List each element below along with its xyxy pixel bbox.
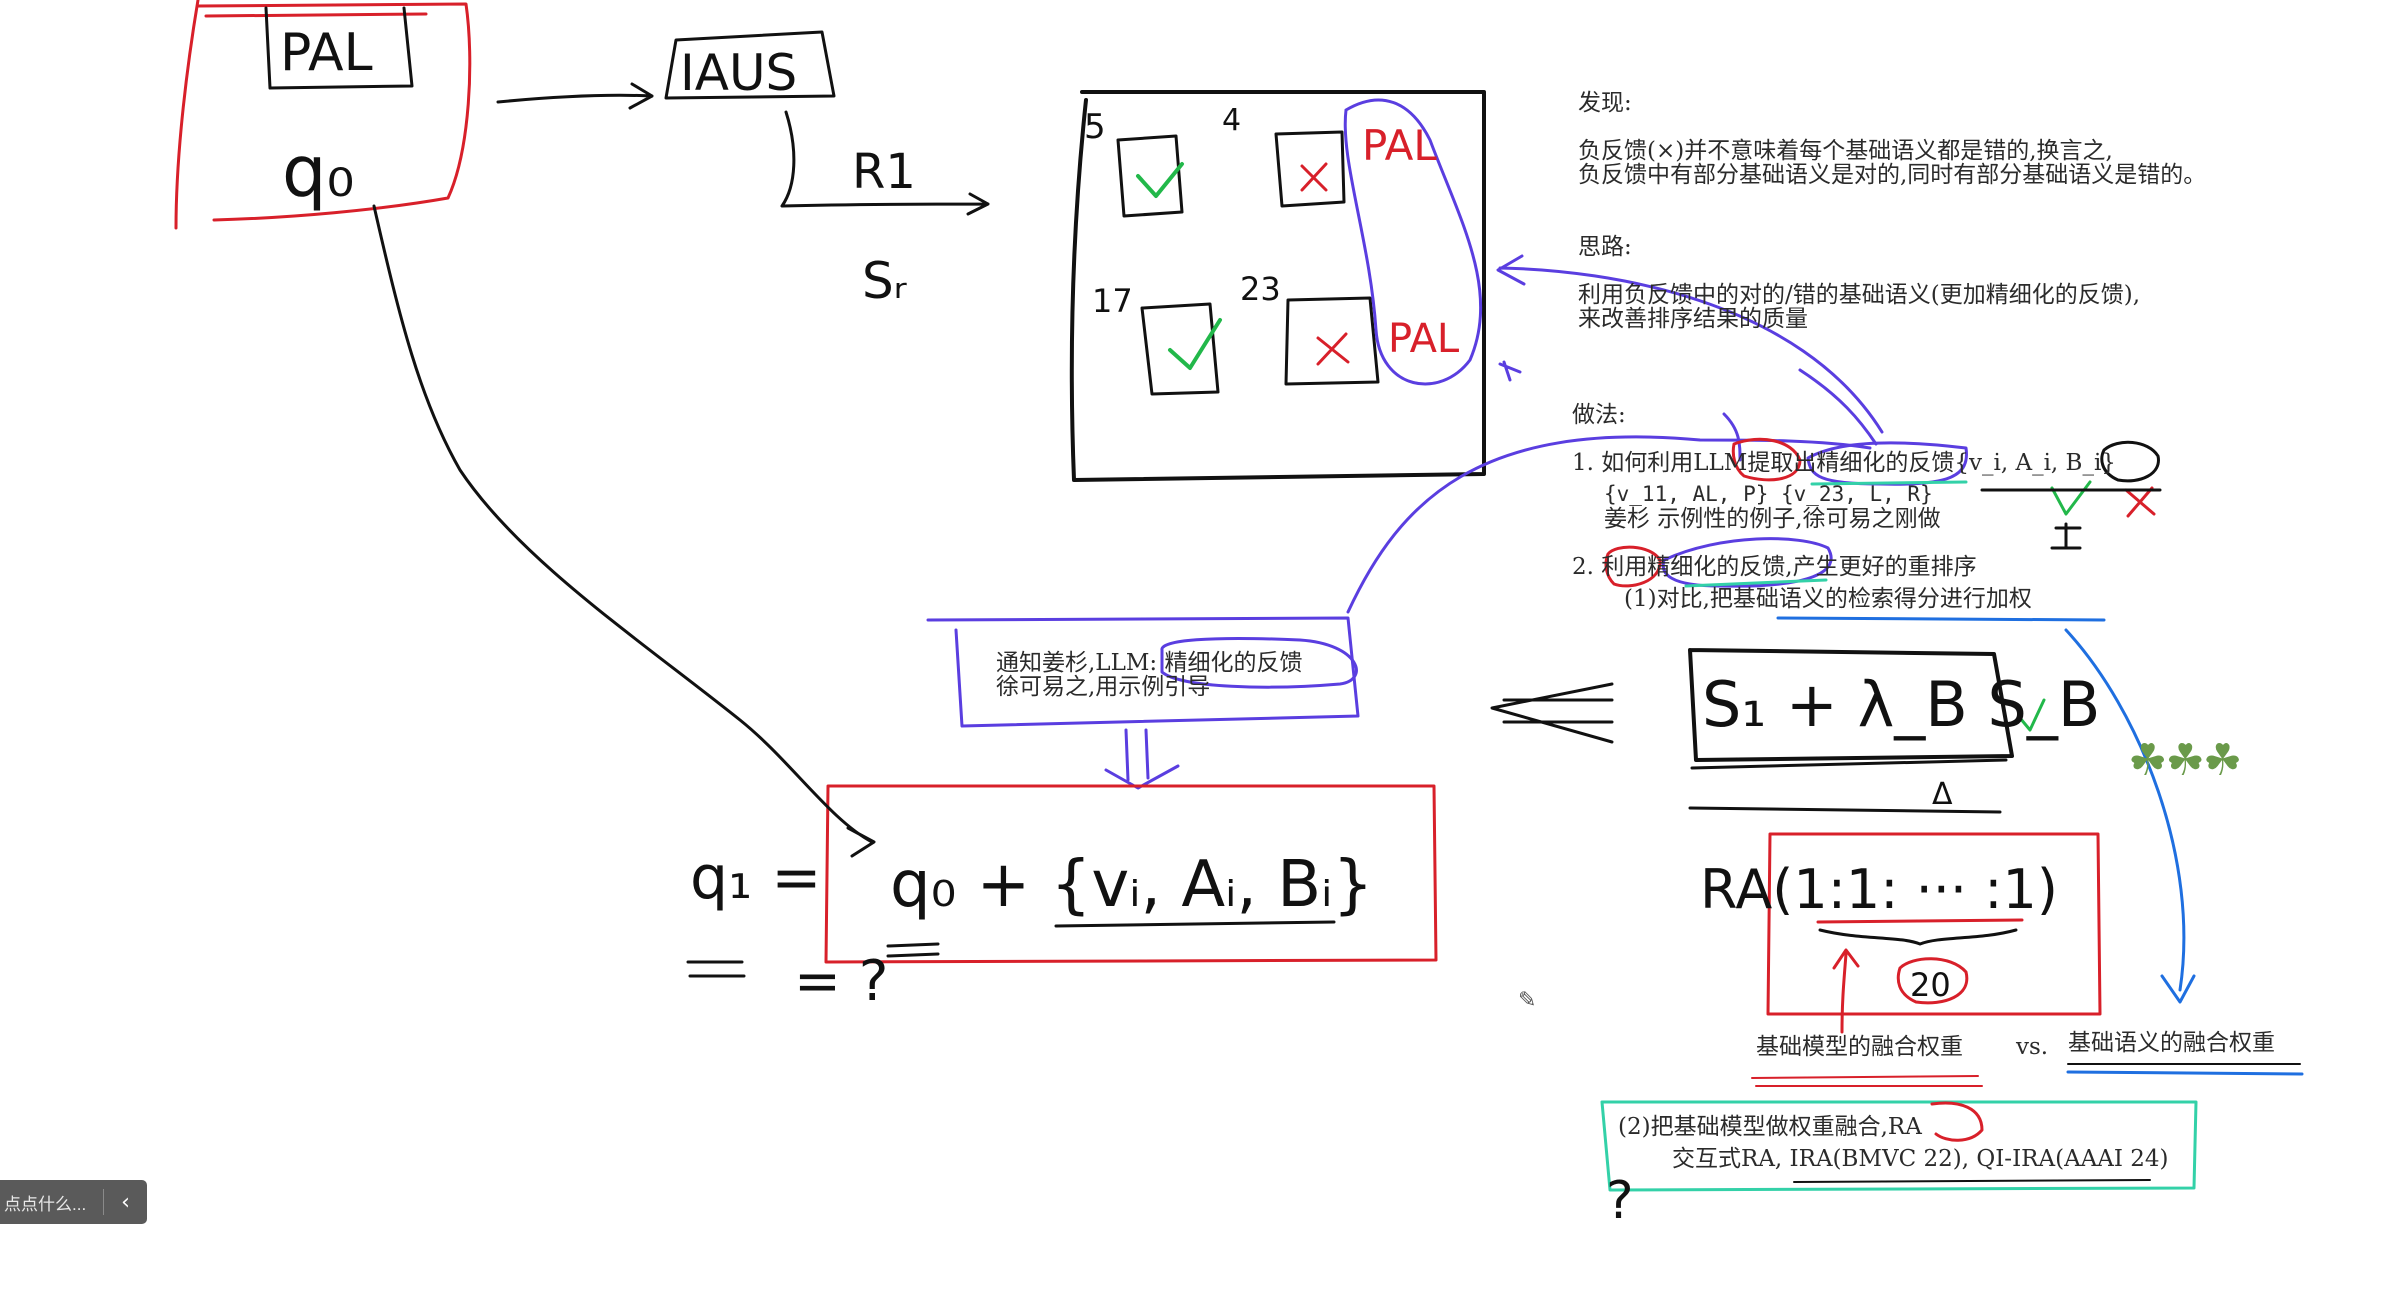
red-circle-method2 [1604, 545, 1662, 588]
method-item-1: 1. 如何利用LLM提取出精细化的反馈{v_i, A_i, B_i} [1572, 450, 2116, 476]
fusion-left-underline [1751, 1075, 1983, 1087]
hand-grid-num-23: 23 [1240, 270, 1281, 308]
hand-sr: Sᵣ [862, 252, 907, 310]
hand-r1: R1 [852, 144, 916, 200]
method-item-2-2b: 交互式RA, IRA(BMVC 22), QI-IRA(AAAI 24) [1672, 1146, 2169, 1172]
hand-pal-top: PAL [280, 23, 373, 83]
hand-delta: Δ [1932, 777, 1953, 812]
discovery-line-1: 负反馈(×)并不意味着每个基础语义都是错的,换言之, [1578, 138, 2113, 164]
hand-grid-num-17: 17 [1092, 282, 1133, 320]
purple-highlight-feedback [1160, 636, 1358, 689]
hand-twenty: 20 [1910, 966, 1951, 1004]
blue-curve-to-fusion [2064, 628, 2196, 1004]
grid-cell-4 [1274, 130, 1346, 208]
grid-cell-23 [1284, 296, 1380, 386]
s-formula-box [1688, 648, 2014, 762]
hand-pal-right-1: PAL [1362, 121, 1437, 170]
x-mark-23 [1316, 332, 1350, 366]
method-item-2-2: (2)把基础模型做权重融合,RA [1618, 1114, 1922, 1140]
red-x-mark-method [2124, 486, 2156, 518]
toolbar-divider [102, 1189, 104, 1215]
note-line-1: 通知姜杉,LLM: 精细化的反馈 [996, 650, 1303, 676]
ra-red-box [1766, 832, 2102, 1016]
black-circle-bi [2100, 440, 2160, 483]
clover-sticker-icon: ☘☘☘ [2128, 735, 2242, 786]
discovery-line-2: 负反馈中有部分基础语义是对的,同时有部分基础语义是错的。 [1578, 162, 2207, 188]
q0-underline [886, 942, 940, 958]
hand-question-end: ? [1606, 1171, 1634, 1231]
pal-box-outline [264, 6, 414, 90]
hand-iaus: IAUS [680, 44, 797, 102]
green-check-method [2050, 480, 2092, 516]
ra-red-underline [1816, 918, 2024, 924]
hand-ra-formula: RA(1:1: ··· :1) [1700, 858, 2058, 921]
red-circle-20 [1896, 957, 1969, 1005]
red-circle-ra [1930, 1101, 1984, 1142]
purple-circle-method2 [1661, 537, 1833, 588]
ra-brace [1818, 928, 2018, 946]
floating-input-bar[interactable]: 点点什么... ‹ [0, 1180, 147, 1224]
idea-line-2: 来改善排序结果的质量 [1578, 306, 1808, 332]
curve-q0-to-q1 [372, 204, 876, 858]
pen-cursor-icon: ✎ [1518, 988, 1537, 1013]
x-mark-4 [1300, 162, 1328, 192]
idea-line-1: 利用负反馈中的对的/错的基础语义(更加精细化的反馈), [1578, 282, 2141, 308]
method-item-2-1: (1)对比,把基础语义的检索得分进行加权 [1624, 586, 2032, 612]
iaus-box [664, 30, 836, 100]
purple-arrow-circles [1722, 368, 1878, 462]
purple-loop-pal [1343, 98, 1483, 386]
r1-arrow [780, 110, 990, 216]
pal-red-strike [204, 12, 428, 18]
idea-heading: 思路: [1578, 234, 1632, 260]
eq-left-bars [686, 960, 746, 978]
hand-eq-question: = ? [794, 949, 888, 1014]
method-item-2: 2. 利用精细化的反馈,产生更好的重排序 [1572, 554, 1977, 580]
teal-underline-fine [1810, 480, 1968, 486]
red-arrow-up-fusion [1832, 948, 1860, 1034]
arrow-to-iaus [496, 82, 654, 110]
method-heading: 做法: [1572, 402, 1626, 428]
blue-underline-weighting [1776, 616, 2106, 622]
grid-cell-5 [1116, 134, 1184, 218]
hand-s-formula: S₁ + λ_B S_B [1702, 668, 2100, 741]
hand-grid-num-5: 5 [1084, 107, 1106, 147]
discovery-heading: 发现: [1578, 90, 1632, 116]
ira-underline [1793, 1179, 2151, 1183]
note-line-2: 徐可易之,用示例引导 [996, 674, 1211, 700]
check-mark-17 [1168, 318, 1222, 370]
red-circle-llm [1731, 437, 1802, 482]
floating-input-hint[interactable]: 点点什么... [4, 1194, 87, 1214]
method-item-1-note: 姜杉 示例性的例子,徐可易之刚做 [1604, 506, 1941, 532]
hollow-left-arrow [1490, 682, 1614, 744]
fusion-label-left: 基础模型的融合权重 [1756, 1034, 1963, 1060]
hand-q1-eq: q₁ = [690, 843, 821, 913]
pal-red-box [174, 0, 472, 230]
teal-box-ra [1600, 1100, 2198, 1192]
fusion-label-right: 基础语义的融合权重 [2068, 1030, 2275, 1056]
grid-cell-17 [1140, 302, 1220, 396]
purple-arrow-up [1346, 360, 1872, 614]
hand-grid-num-4: 4 [1222, 103, 1241, 138]
purple-down-arrow [1104, 728, 1180, 790]
method-item-1-example: {v_11, AL, P} {v_23, L, R} [1604, 482, 1933, 506]
hand-q0-plus: q₀ + {vᵢ, Aᵢ, Bᵢ} [890, 848, 1373, 922]
q1-underline-braces [1054, 920, 1336, 928]
collapse-chevron-icon[interactable]: ‹ [121, 1189, 130, 1215]
hand-q0: q₀ [282, 131, 355, 213]
hand-pal-right-2: PAL [1388, 316, 1460, 362]
blue-underline-right-fusion [2066, 1070, 2304, 1076]
fusion-vs: vs. [2016, 1034, 2049, 1060]
black-scale-mark [1980, 488, 2162, 550]
purple-note-box [926, 616, 1360, 728]
purple-circle-fine [1806, 441, 1968, 486]
q1-red-box [824, 784, 1438, 964]
teal-underline-method2 [1684, 578, 1828, 588]
result-grid-box [1069, 90, 1486, 482]
s-formula-underline [1688, 758, 2008, 814]
purple-arrow-to-grid [1496, 254, 1884, 434]
green-check-s [2018, 698, 2046, 732]
check-mark-5 [1136, 162, 1184, 198]
